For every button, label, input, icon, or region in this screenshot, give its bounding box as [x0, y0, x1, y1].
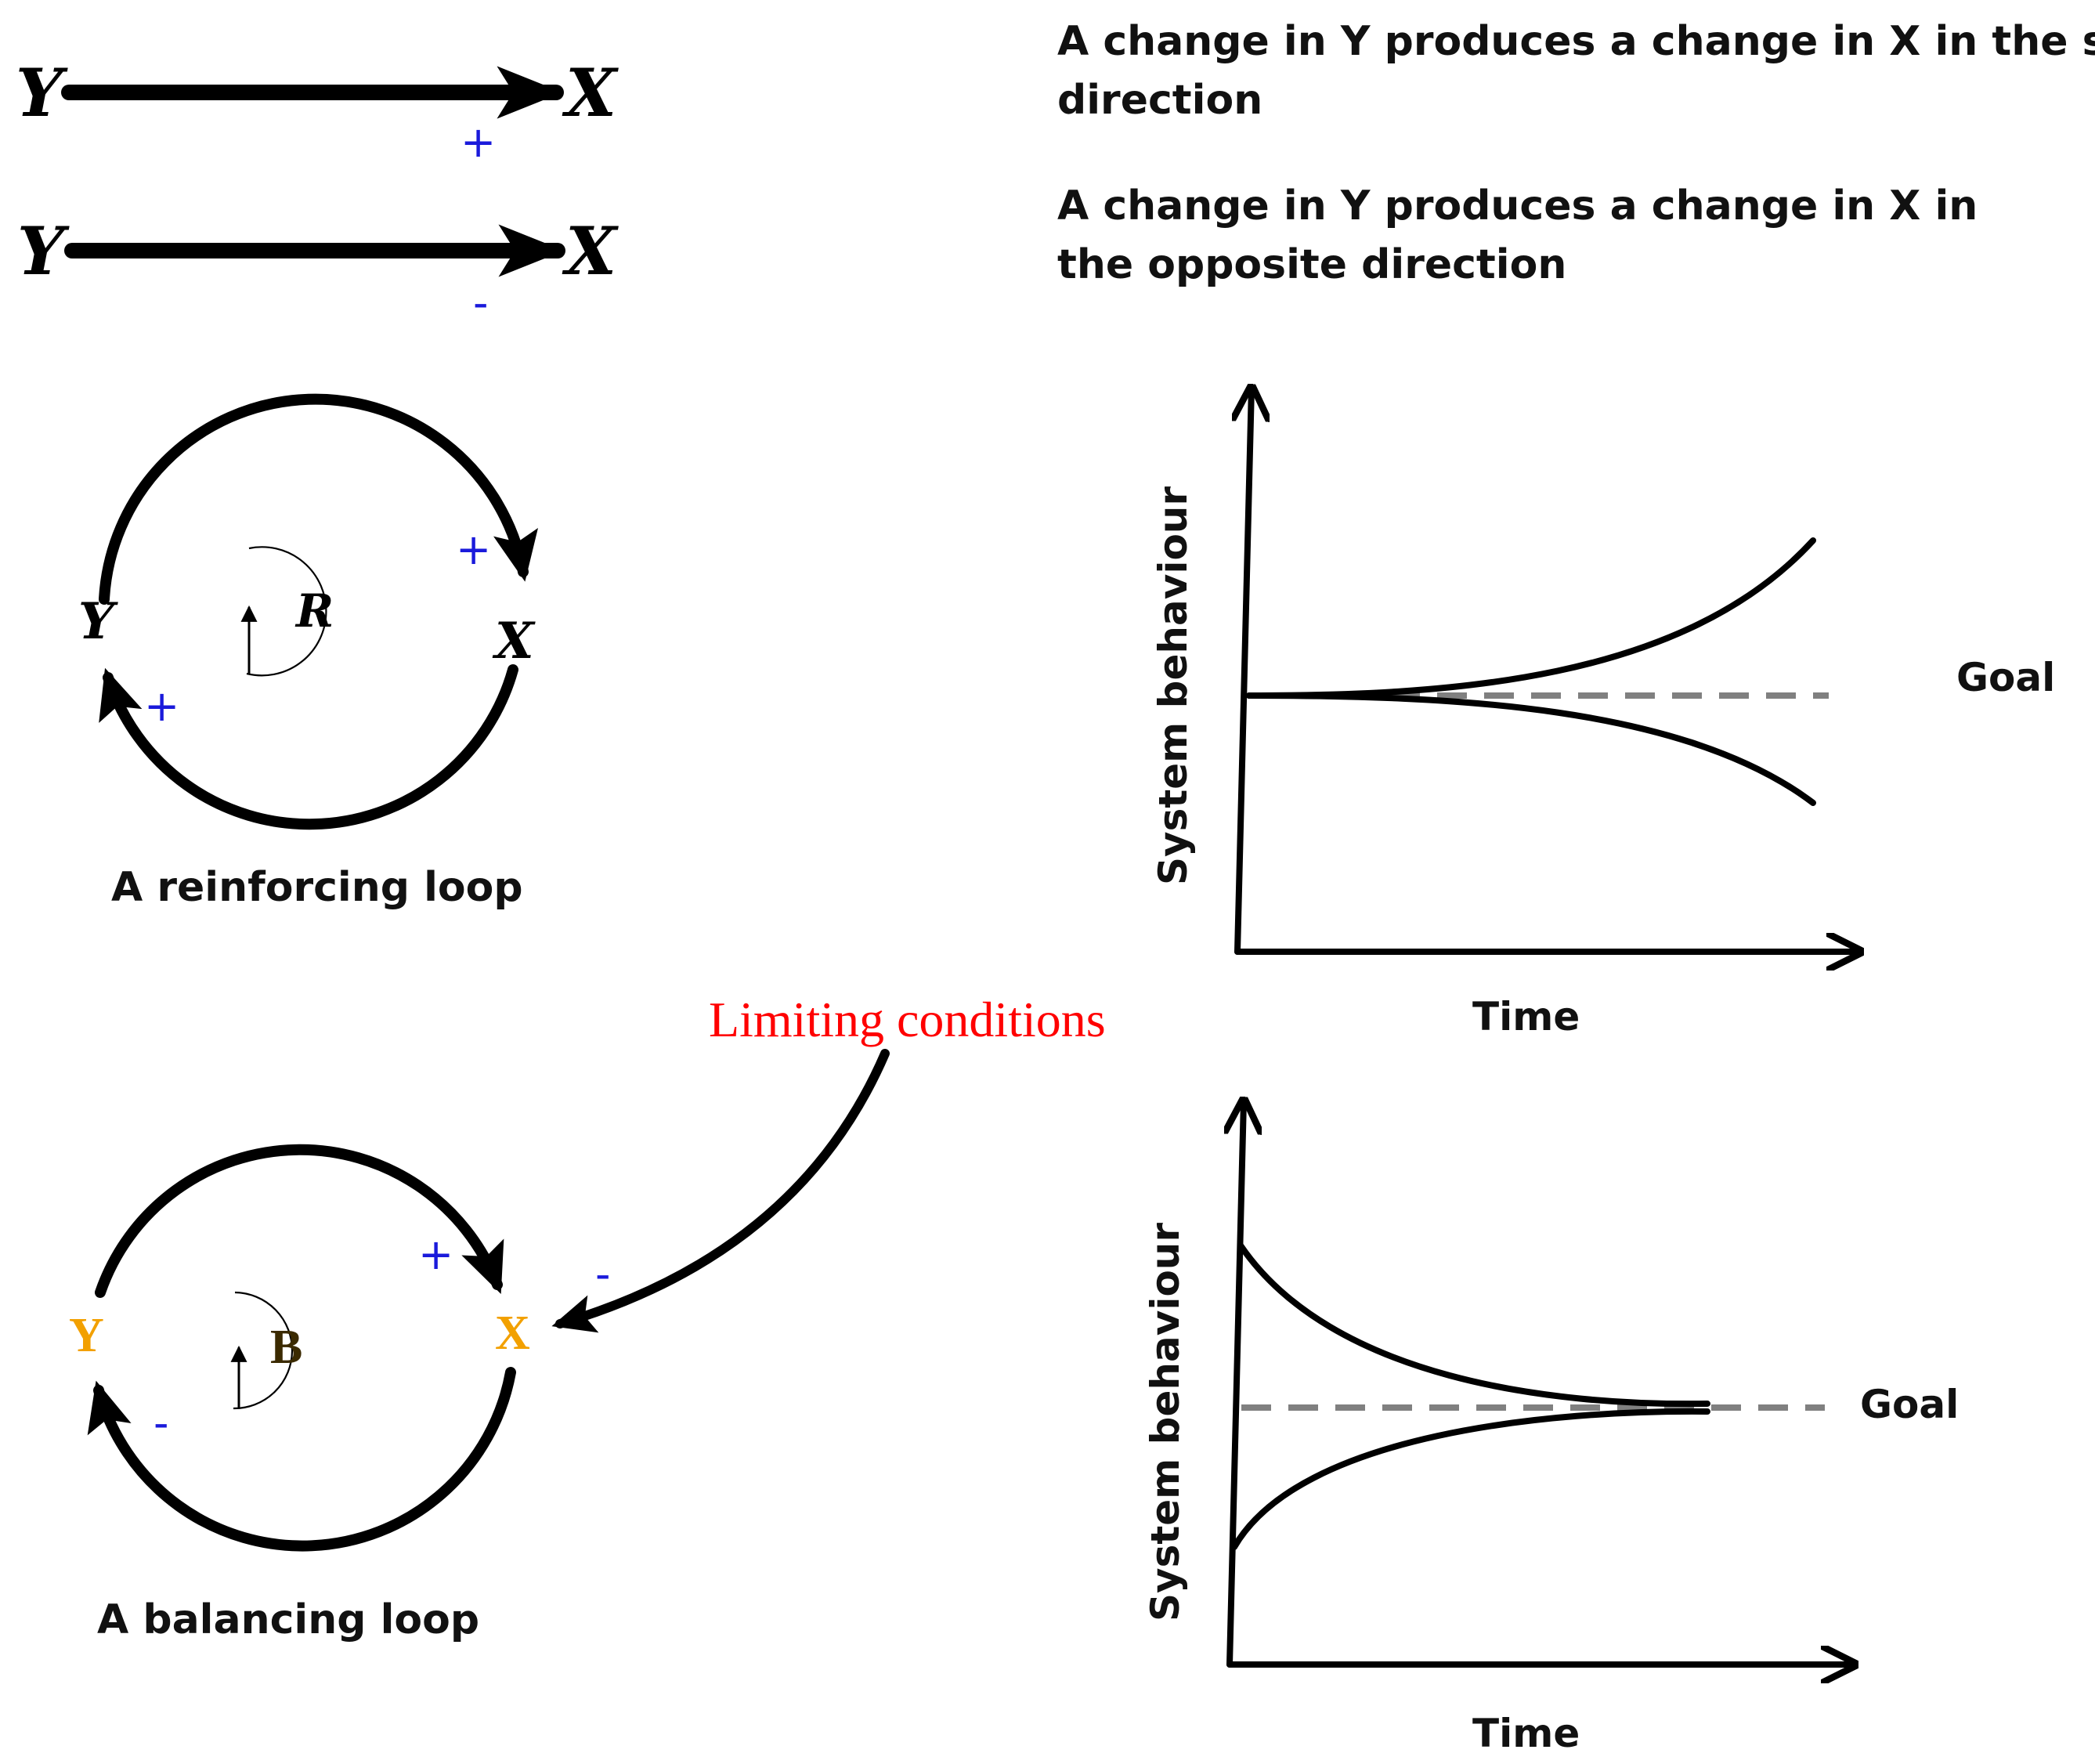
reinforcing-center-arc — [246, 546, 327, 677]
reinforcing-loop-bottom-arrow — [99, 664, 518, 830]
limiting-conditions-arrow — [551, 1049, 890, 1333]
reinforcing-node-x: X — [492, 612, 536, 671]
chart-top-growth-curve — [1246, 537, 1816, 699]
chart-bottom: System behaviour Time Goal — [1143, 1101, 1959, 1756]
reinforcing-loop-top-arrow — [99, 393, 538, 605]
reinforcing-sign-top: + — [456, 525, 491, 574]
balancing-sign-bottom: - — [154, 1398, 169, 1448]
reinforcing-loop-caption: A reinforcing loop — [111, 864, 523, 911]
chart-bottom-rise-curve — [1231, 1408, 1710, 1550]
balancing-center-label: B — [270, 1321, 302, 1374]
balancing-loop-caption: A balancing loop — [97, 1596, 479, 1643]
balancing-loop-top-arrow — [95, 1144, 504, 1298]
negative-link-legend: Y X - — [17, 212, 619, 327]
limiting-conditions-label: Limiting conditions — [709, 992, 1106, 1047]
legend-negative-from: Y — [17, 212, 70, 290]
balancing-loop: Y X B + - A balancing loop — [69, 1144, 530, 1643]
balancing-loop-bottom-arrow — [87, 1367, 516, 1552]
chart-bottom-xlabel: Time — [1472, 1711, 1580, 1756]
chart-bottom-ylabel: System behaviour — [1143, 1223, 1188, 1621]
reinforcing-loop: Y X R + + A reinforcing loop — [78, 393, 538, 911]
legend-negative-desc-line2: the opposite direction — [1057, 241, 1566, 288]
chart-top-decline-curve — [1246, 692, 1816, 806]
limiting-conditions-sign: - — [595, 1249, 611, 1299]
legend-negative-sign: - — [473, 278, 489, 327]
limiting-conditions: Limiting conditions - — [551, 992, 1106, 1333]
legend-positive-desc-line1: A change in Y produces a change in X in … — [1057, 18, 2095, 65]
legend-positive-from: Y — [16, 54, 68, 132]
chart-bottom-decay-curve — [1237, 1242, 1710, 1408]
legend-positive-to: X — [562, 54, 619, 132]
positive-link-description: A change in Y produces a change in X in … — [1057, 18, 2095, 124]
balancing-center-arc — [233, 1291, 294, 1410]
legend-negative-desc-line1: A change in Y produces a change in X in — [1057, 183, 1978, 230]
legend-positive-sign: + — [461, 117, 496, 167]
chart-top-ylabel: System behaviour — [1150, 486, 1196, 885]
balancing-node-x: X — [495, 1307, 530, 1360]
negative-link-description: A change in Y produces a change in X in … — [1057, 183, 1978, 288]
balancing-sign-top: + — [418, 1230, 453, 1279]
chart-top-xlabel: Time — [1472, 994, 1580, 1039]
chart-bottom-goal-label: Goal — [1860, 1382, 1959, 1427]
reinforcing-sign-bottom: + — [144, 681, 179, 731]
legend-positive-desc-line2: direction — [1057, 77, 1262, 124]
chart-top-goal-label: Goal — [1956, 655, 2055, 700]
legend-negative-to: X — [562, 212, 619, 290]
chart-top-y-axis — [1237, 388, 1252, 955]
chart-bottom-y-axis — [1230, 1101, 1244, 1668]
balancing-node-y: Y — [69, 1309, 104, 1362]
positive-link-legend: Y X + — [16, 54, 619, 167]
reinforcing-center-label: R — [294, 584, 334, 638]
chart-top: System behaviour Time Goal — [1150, 388, 2055, 1039]
reinforcing-node-y: Y — [78, 592, 118, 651]
